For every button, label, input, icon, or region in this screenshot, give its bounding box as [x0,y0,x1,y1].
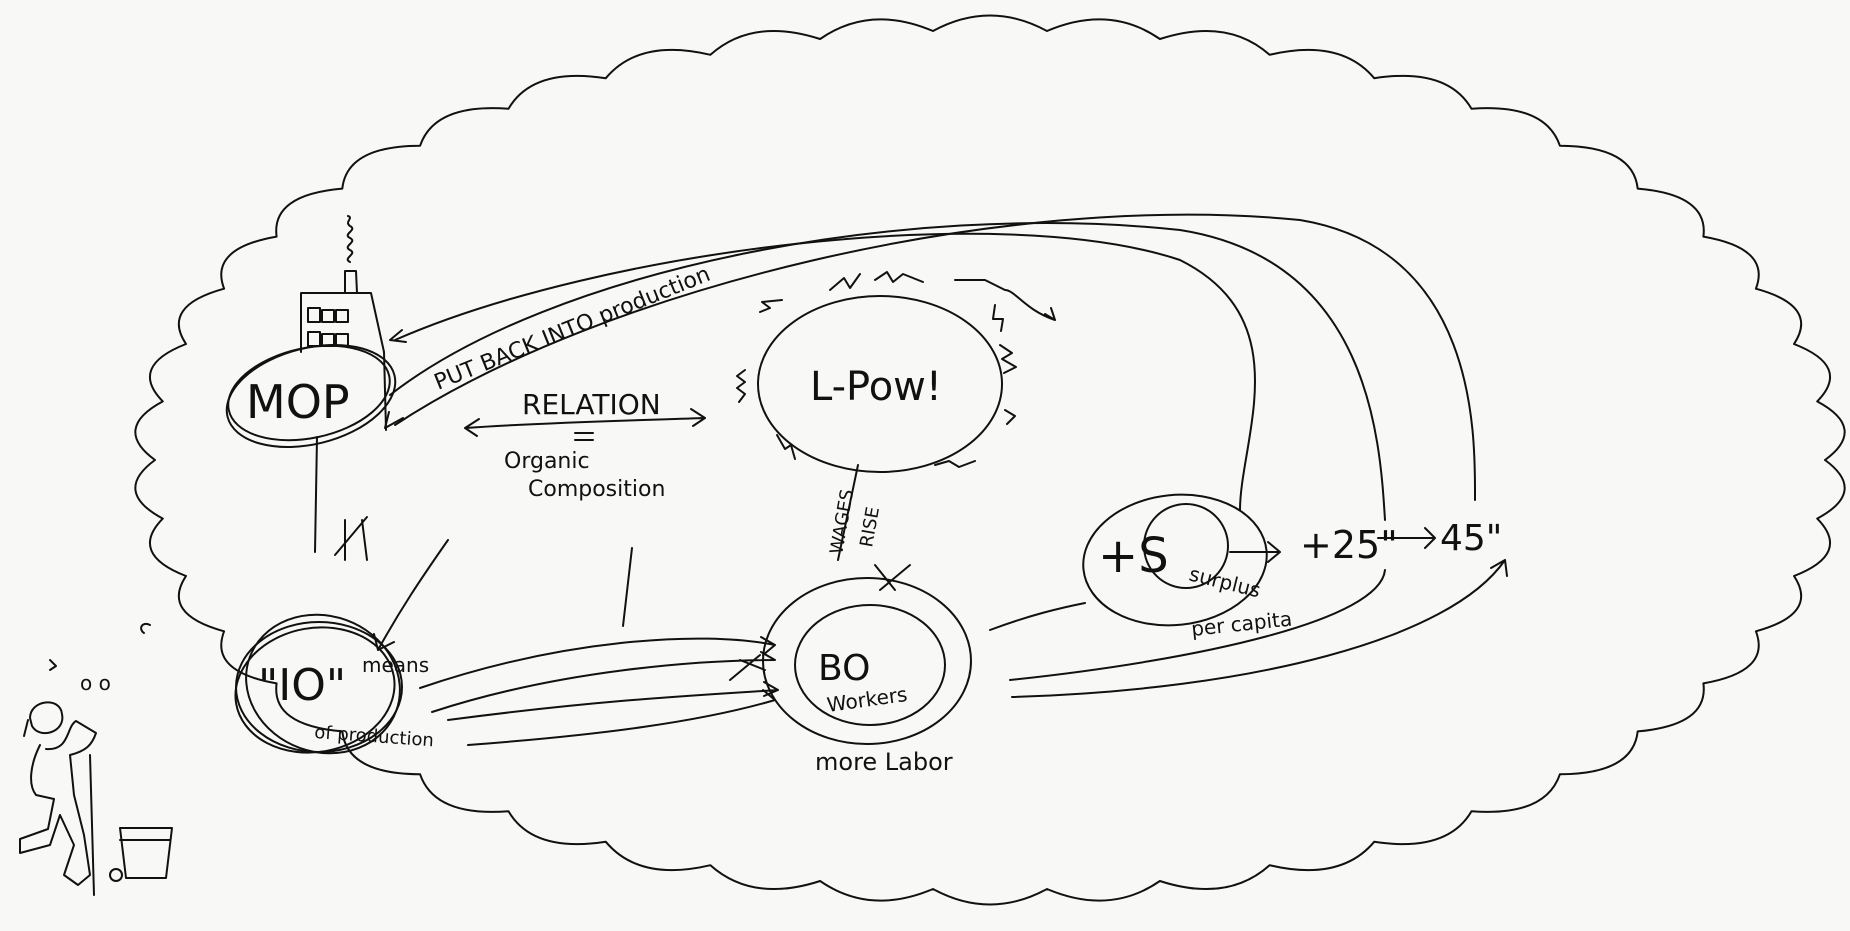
relation-label: RELATION [522,388,661,421]
io-bo-arrow-3 [447,681,779,721]
surplus-arrow [1229,541,1281,563]
thought-cloud [134,14,1846,906]
arrowhead [389,329,407,343]
thought-bubbles: o o [49,623,151,695]
center-line [622,547,633,627]
bo-surplus-line [989,602,1086,631]
io-bo-arrow-4 [467,689,776,746]
growth-step-2: 45" [1440,518,1502,559]
surplus-node [1082,493,1268,627]
cross-mark [874,564,911,591]
io-node-outline [245,613,401,755]
plus-s-label: +S [1098,528,1169,584]
bo-growth-curve-1 [1009,569,1386,681]
io-bo-arrow-1 [419,636,776,689]
wages-divider [837,464,859,561]
thought-cloud-outline [134,14,1846,906]
lpow-label: L-Pow! [810,364,942,410]
surplus-label: surplus [1187,562,1263,603]
equals-mark [574,432,594,441]
shaking-lines [736,271,1056,468]
wages-label: WAGES [826,488,858,556]
bo-growth-curve-2 [1011,559,1508,698]
put-back-arrow-1 [394,232,1256,511]
surplus-inner [1143,503,1229,589]
io-node-outline [234,626,396,754]
bo-node [762,577,972,745]
relation-double-arrow [464,408,706,437]
put-back-arrow-3 [394,213,1477,501]
bubble-dots: o o [80,671,111,695]
put-back-arrow-2 [389,222,1386,521]
bo-inner [794,604,946,726]
growth-step-1: +25" [1300,523,1398,567]
per-capita-label: per capita [1190,607,1293,641]
lpow-node [757,295,1003,473]
organic-label: Organic [504,449,590,474]
worker-figure-icon [19,701,173,896]
io-bo-arrow-5 [729,654,766,681]
bo-label: BO [818,648,870,689]
rise-label: RISE [856,505,884,549]
cross-mark [334,516,368,561]
more-labor-label: more Labor [815,748,953,776]
arrowhead [384,411,404,429]
of-production-label: of production [314,722,435,751]
composition-label: Composition [528,477,665,502]
means-label: means [362,653,429,677]
arrow-to-io [373,539,449,651]
growth-arrow [1377,527,1436,549]
mop-io-line [314,436,318,553]
io-label: "IO" [258,660,346,711]
mop-label: MOP [246,375,350,429]
mop-node-outline [225,343,397,449]
